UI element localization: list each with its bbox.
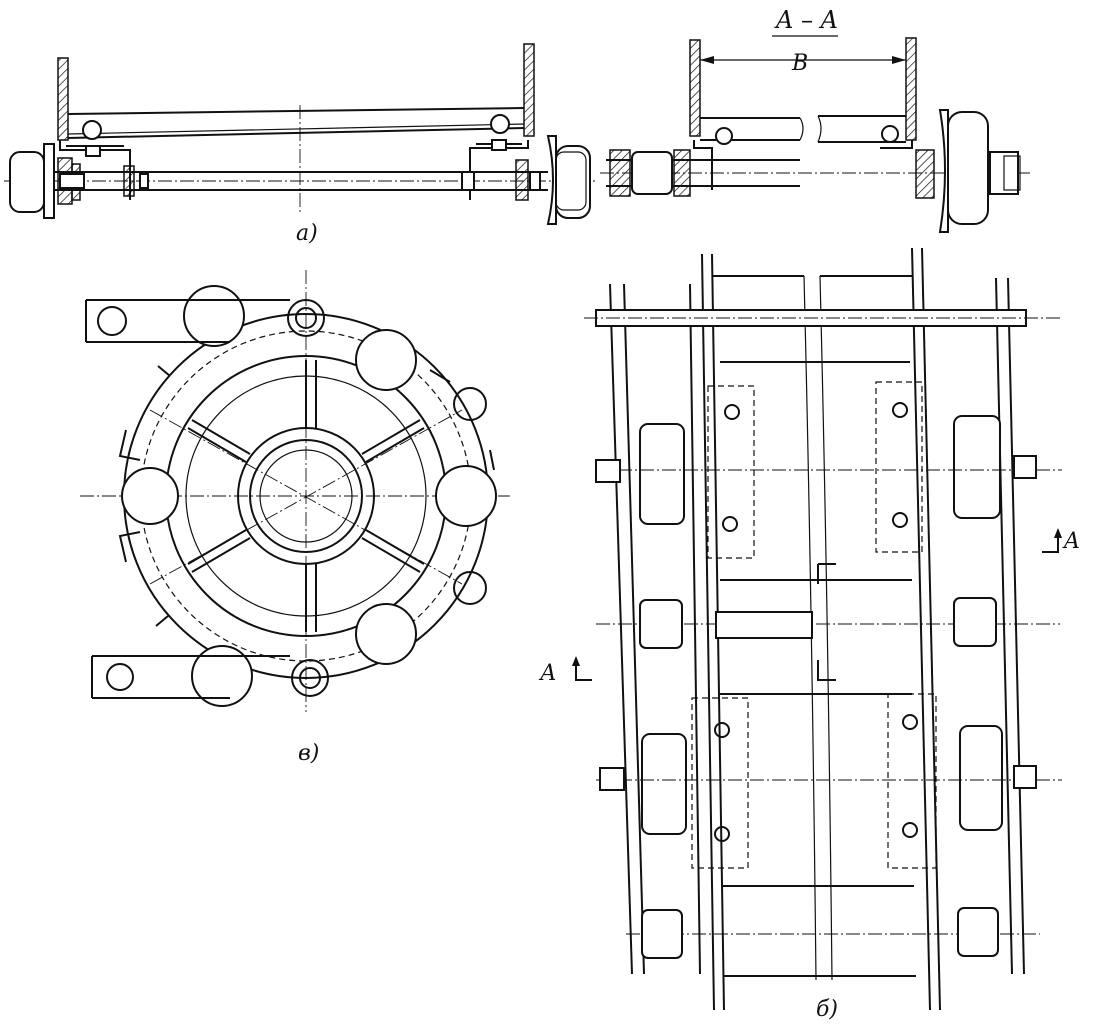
section-mark-left: А [538,661,557,686]
view-a-label: а) [296,221,318,246]
section-a-a: A – A B [600,6,1030,233]
view-a-side-section [4,43,596,225]
view-b-plan: А A [538,247,1080,1011]
dimension-b-label: B [791,51,808,76]
view-v-sprocket [80,270,510,712]
view-b-label: б) [816,997,838,1022]
view-v-label: в) [298,741,319,766]
section-mark-right: A [1062,529,1080,554]
section-title: A – A [774,6,838,34]
